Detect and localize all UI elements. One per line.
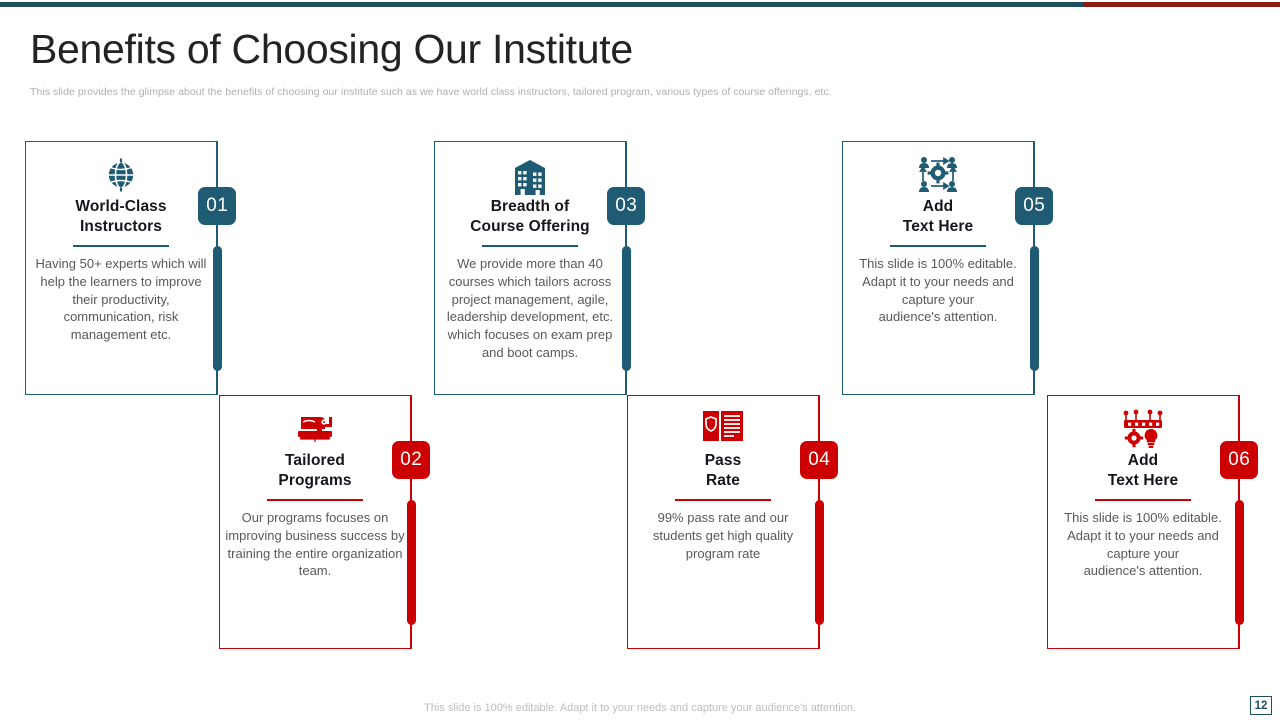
- connector-bar: [406, 500, 416, 625]
- page-number-badge: 12: [1250, 696, 1272, 715]
- top-accent-bar: [0, 0, 1280, 7]
- connector-bar: [1234, 500, 1244, 625]
- connector-bar: [621, 246, 631, 371]
- connector-bar: [814, 500, 824, 625]
- top-accent-bar-teal: [0, 2, 1083, 7]
- page-subtitle: This slide provides the glimpse about th…: [30, 86, 832, 98]
- benefit-card-divider: [73, 245, 169, 248]
- connector-bar: [212, 246, 222, 371]
- page-title: Benefits of Choosing Our Institute: [30, 26, 633, 72]
- benefit-card-number-badge[interactable]: 01: [198, 187, 237, 225]
- benefit-card-divider: [482, 245, 578, 248]
- top-accent-bar-red: [1083, 2, 1280, 7]
- benefit-card-divider: [267, 499, 363, 502]
- benefit-card-divider: [890, 245, 986, 248]
- benefit-card-body: 99% pass rate and our students get high …: [652, 510, 794, 561]
- globe-icon: [25, 155, 217, 195]
- benefit-card-number-badge[interactable]: 06: [1220, 441, 1259, 479]
- benefit-card-number-badge[interactable]: 04: [800, 441, 839, 479]
- connector-line-top: [1033, 141, 1035, 198]
- benefit-card-body: Our programs focuses on improving busine…: [225, 510, 405, 579]
- connector-bar: [1029, 246, 1039, 371]
- office-building-icon: [434, 155, 626, 199]
- footer-note: This slide is 100% editable. Adapt it to…: [424, 702, 856, 714]
- connector-line-top: [216, 141, 218, 198]
- connector-line-top: [410, 395, 412, 452]
- benefit-card-divider: [675, 499, 771, 502]
- benefit-card-divider: [1095, 499, 1191, 502]
- certificate-document-icon: [627, 409, 819, 443]
- benefit-card-body: Having 50+ experts which will help the l…: [35, 256, 207, 343]
- benefit-card-number-badge[interactable]: 05: [1015, 187, 1054, 225]
- benefit-card-body: This slide is 100% editable. Adapt it to…: [859, 256, 1017, 325]
- connector-line-top: [818, 395, 820, 452]
- sewing-machine-icon: [219, 409, 411, 445]
- connector-line-top: [1238, 395, 1240, 452]
- benefit-card-number-badge[interactable]: 03: [607, 187, 646, 225]
- benefit-card-body: We provide more than 40 courses which ta…: [446, 256, 614, 360]
- gear-lightbulb-process-icon: [1047, 409, 1239, 449]
- benefit-card-body: This slide is 100% editable. Adapt it to…: [1064, 510, 1222, 579]
- connector-line-top: [625, 141, 627, 198]
- benefit-card-number-badge[interactable]: 02: [392, 441, 431, 479]
- team-network-gear-icon: [842, 155, 1034, 195]
